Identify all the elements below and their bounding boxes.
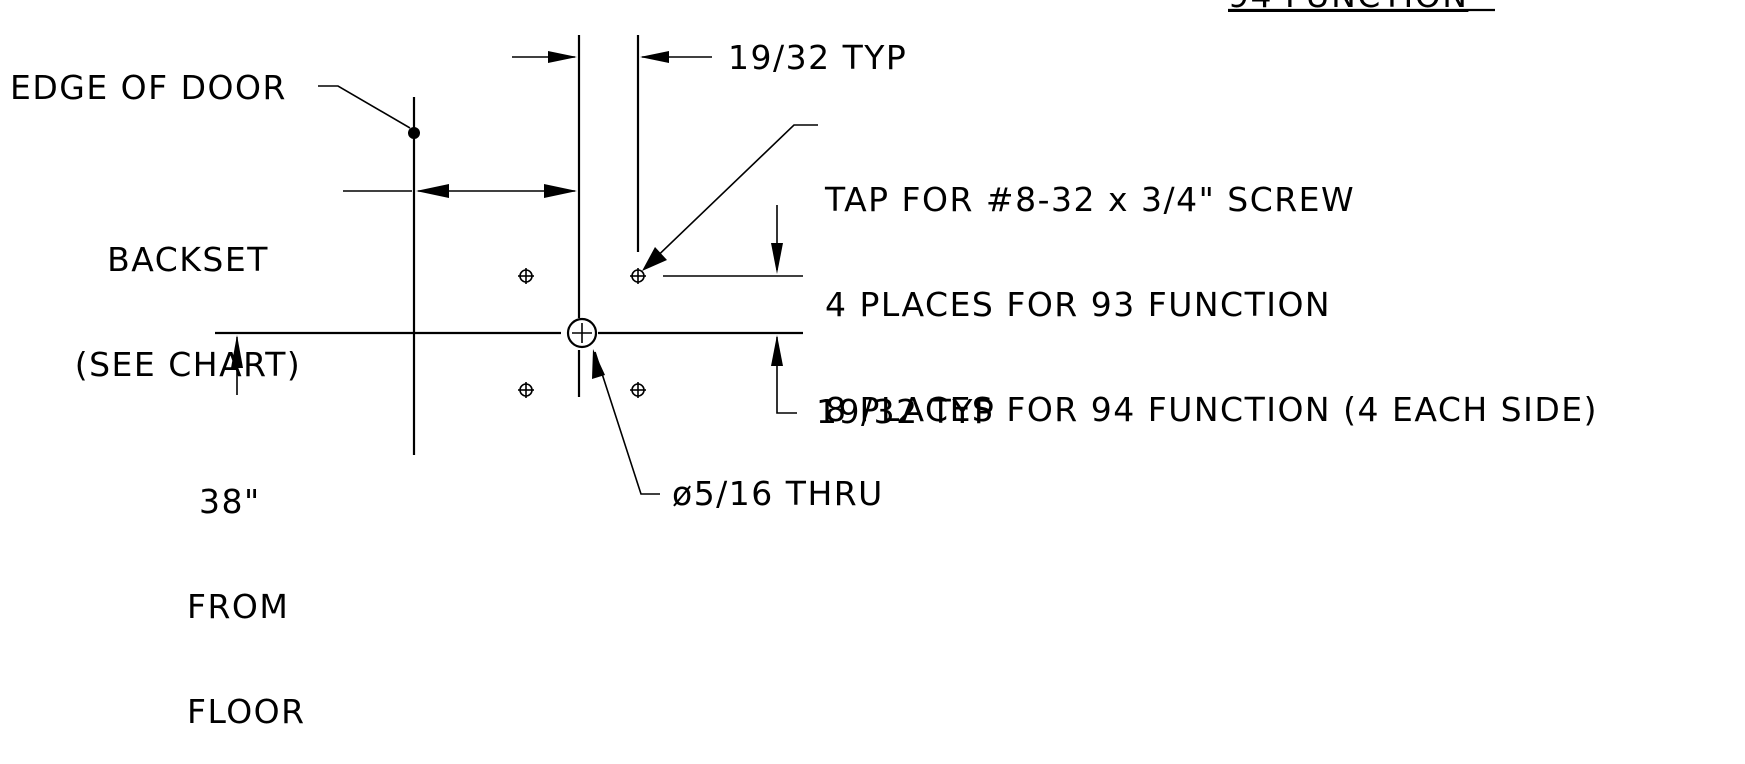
thru-hole-label: ø5/16 THRU	[672, 474, 884, 513]
backset-label: BACKSET (SEE CHART)	[38, 172, 338, 417]
typ-top-arrow-right	[640, 51, 669, 63]
typ-top-arrow-left	[548, 51, 577, 63]
height-note: 38" FROM FLOOR	[187, 414, 306, 764]
thru-hole-leader	[594, 351, 660, 495]
backset-arrow-right	[544, 184, 577, 198]
tap-hole-bottom-left	[518, 382, 534, 398]
header-fragment: 94 FUNCTION	[1228, 0, 1468, 13]
tap-note: TAP FOR #8-32 x 3/4" SCREW 4 PLACES FOR …	[825, 112, 1598, 462]
door-edge-dot	[408, 127, 420, 139]
typ-bottom-label: 19/32 TYP	[816, 392, 996, 431]
right-dim-lower-line	[776, 337, 797, 414]
right-dim-arrow-down	[771, 243, 783, 274]
tap-leader-arrow	[642, 247, 667, 271]
tap-hole-top-left	[518, 268, 534, 284]
right-dim-arrow-up	[771, 335, 783, 366]
backset-arrow-left	[416, 184, 449, 198]
typ-top-label: 19/32 TYP	[728, 38, 908, 77]
backset-text: BACKSET	[107, 240, 269, 279]
height-floor: FLOOR	[187, 692, 306, 731]
tap-hole-bottom-right	[630, 382, 646, 398]
tap-note-line-2: 4 PLACES FOR 93 FUNCTION	[825, 285, 1332, 324]
tap-hole-top-right	[630, 268, 646, 284]
door-prep-drawing	[215, 8, 1495, 495]
edge-of-door-label: EDGE OF DOOR	[10, 68, 287, 107]
edge-of-door-leader	[318, 85, 411, 129]
height-from: FROM	[187, 587, 290, 626]
thru-hole-leader-arrow	[592, 349, 605, 379]
tap-note-line-3: 8 PLACES FOR 94 FUNCTION (4 EACH SIDE)	[825, 390, 1598, 429]
tap-leader	[644, 124, 818, 269]
tap-note-line-1: TAP FOR #8-32 x 3/4" SCREW	[825, 180, 1356, 219]
height-value: 38"	[199, 482, 261, 521]
see-chart-text: (SEE CHART)	[74, 345, 302, 384]
floor-dim-arrow-up	[231, 335, 243, 368]
thru-hole	[566, 317, 598, 349]
